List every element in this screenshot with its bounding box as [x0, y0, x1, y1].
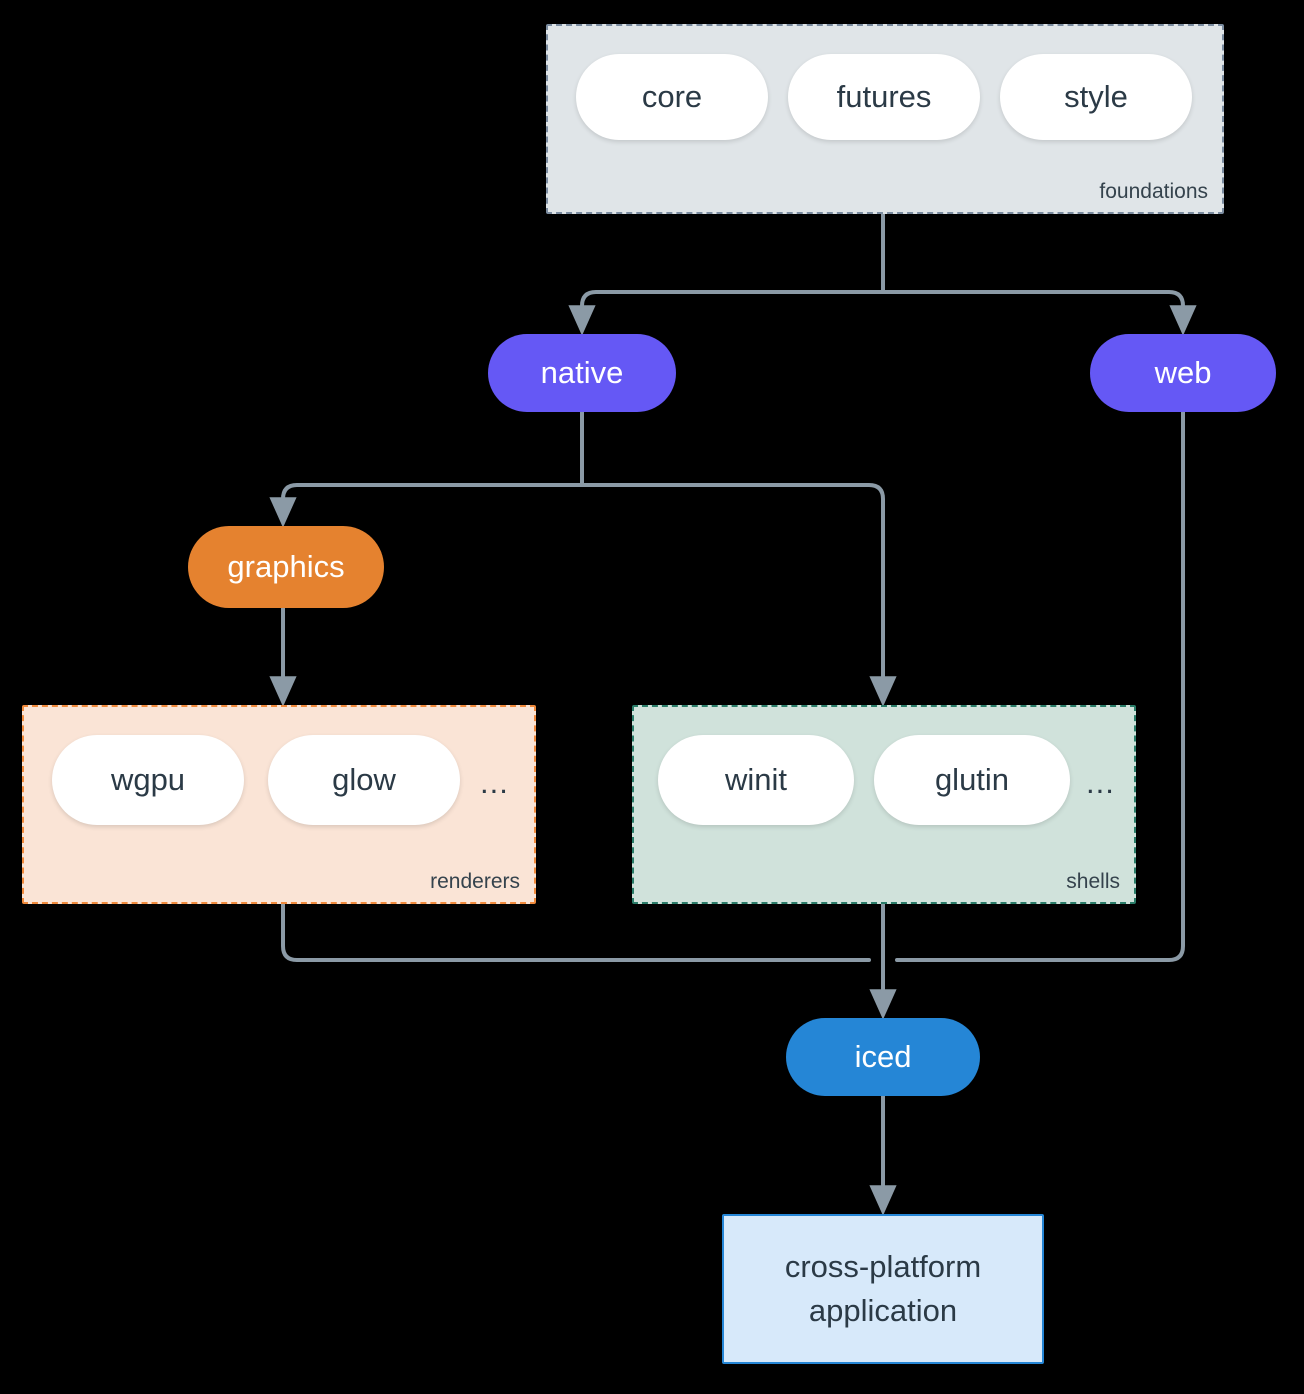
cluster-shells[interactable]: winit glutin ... shells	[632, 705, 1136, 904]
edge-foundations-to-native	[568, 290, 885, 336]
edge-native-to-graphics	[269, 483, 584, 528]
pill-core-label: core	[641, 79, 703, 114]
node-native[interactable]: native	[488, 334, 676, 412]
node-iced-label: iced	[854, 1039, 912, 1074]
edge-native-to-shells	[580, 483, 897, 707]
pill-glow[interactable]: glow	[268, 735, 460, 825]
pill-futures-label: futures	[836, 79, 932, 114]
cluster-shells-label: shells	[1066, 870, 1120, 893]
pill-style[interactable]: style	[1000, 54, 1192, 140]
pill-winit[interactable]: winit	[658, 735, 854, 825]
node-graphics-label: graphics	[227, 549, 345, 584]
cluster-foundations[interactable]: core futures style foundations	[546, 24, 1224, 214]
pill-wgpu-label: wgpu	[110, 762, 186, 797]
pill-futures[interactable]: futures	[788, 54, 980, 140]
node-graphics[interactable]: graphics	[188, 526, 384, 608]
application-label-line2: application	[808, 1293, 958, 1328]
pill-winit-label: winit	[724, 762, 787, 797]
shells-ellipsis: ...	[1086, 765, 1115, 800]
node-iced[interactable]: iced	[786, 1018, 980, 1096]
renderers-ellipsis: ...	[480, 765, 509, 800]
pill-glutin-label: glutin	[934, 762, 1010, 797]
pill-style-label: style	[1064, 79, 1128, 114]
edge-renderers-to-iced	[281, 902, 871, 962]
node-web[interactable]: web	[1090, 334, 1276, 412]
node-cross-platform-application[interactable]: cross-platform application	[722, 1214, 1044, 1364]
pill-glutin[interactable]: glutin	[874, 735, 1070, 825]
pill-core[interactable]: core	[576, 54, 768, 140]
edge-foundations-to-web	[881, 290, 1197, 336]
node-native-label: native	[540, 355, 624, 390]
node-web-label: web	[1154, 355, 1212, 390]
cluster-renderers[interactable]: wgpu glow ... renderers	[22, 705, 536, 904]
pill-glow-label: glow	[332, 762, 396, 797]
cluster-renderers-label: renderers	[430, 870, 520, 893]
pill-wgpu[interactable]: wgpu	[52, 735, 244, 825]
application-label-line1: cross-platform	[784, 1248, 982, 1284]
cluster-foundations-label: foundations	[1099, 180, 1208, 203]
